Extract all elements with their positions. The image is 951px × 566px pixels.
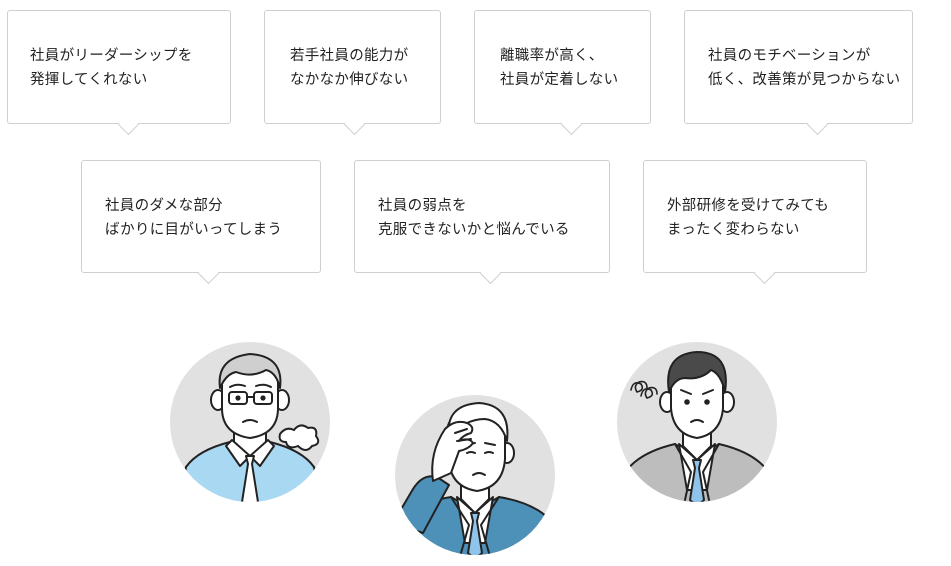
bubble-line: ばかりに目がいってしまう bbox=[105, 222, 283, 238]
bubble-line: 低く、改善策が見つからない bbox=[708, 72, 901, 88]
bubble-line: なかなか伸びない bbox=[290, 72, 409, 88]
bubble-tail bbox=[753, 262, 776, 285]
bubble-line: 社員の弱点を bbox=[378, 198, 467, 214]
bubble-text: 社員のダメな部分 ばかりに目がいってしまう bbox=[105, 194, 282, 242]
bubble-line: 外部研修を受けてみても bbox=[667, 198, 830, 214]
bubble-line: 離職率が高く、 bbox=[500, 48, 604, 64]
bubble-line: 社員が定着しない bbox=[500, 72, 619, 88]
speech-bubble-leadership: 社員がリーダーシップを 発揮してくれない bbox=[7, 10, 231, 136]
speech-bubble-external-training: 外部研修を受けてみても まったく変わらない bbox=[643, 160, 867, 285]
bubble-text: 社員の弱点を 克服できないかと悩んでいる bbox=[378, 194, 570, 242]
speech-bubble-turnover: 離職率が高く、 社員が定着しない bbox=[474, 10, 651, 136]
bubble-text: 社員のモチベーションが 低く、改善策が見つからない bbox=[708, 44, 900, 92]
bubble-tail bbox=[343, 113, 366, 136]
bubble-tail bbox=[806, 113, 829, 136]
bubble-line: 社員のモチベーションが bbox=[708, 48, 871, 64]
speech-bubble-overcome-weakness: 社員の弱点を 克服できないかと悩んでいる bbox=[354, 160, 610, 285]
confused-man-icon bbox=[617, 342, 777, 502]
speech-bubble-motivation: 社員のモチベーションが 低く、改善策が見つからない bbox=[684, 10, 913, 136]
bubble-text: 外部研修を受けてみても まったく変わらない bbox=[667, 194, 829, 242]
bubble-tail bbox=[197, 262, 220, 285]
bubble-line: 若手社員の能力が bbox=[290, 48, 409, 64]
speech-bubble-young-staff: 若手社員の能力が なかなか伸びない bbox=[264, 10, 441, 136]
bubble-line: 社員がリーダーシップを bbox=[30, 48, 193, 64]
man-holding-head-icon bbox=[395, 395, 555, 555]
bubble-tail bbox=[117, 113, 140, 136]
bubble-line: 発揮してくれない bbox=[30, 72, 148, 88]
bubble-line: 社員のダメな部分 bbox=[105, 198, 223, 214]
bubble-text: 社員がリーダーシップを 発揮してくれない bbox=[30, 44, 193, 92]
glasses-man-sighing-icon bbox=[170, 342, 330, 502]
bubble-line: 克服できないかと悩んでいる bbox=[378, 222, 570, 238]
speech-bubble-weak-points-focus: 社員のダメな部分 ばかりに目がいってしまう bbox=[81, 160, 321, 285]
bubble-line: まったく変わらない bbox=[667, 222, 800, 238]
bubble-text: 離職率が高く、 社員が定着しない bbox=[500, 44, 618, 92]
bubble-text: 若手社員の能力が なかなか伸びない bbox=[290, 44, 408, 92]
bubble-tail bbox=[479, 262, 502, 285]
bubble-tail bbox=[560, 113, 583, 136]
